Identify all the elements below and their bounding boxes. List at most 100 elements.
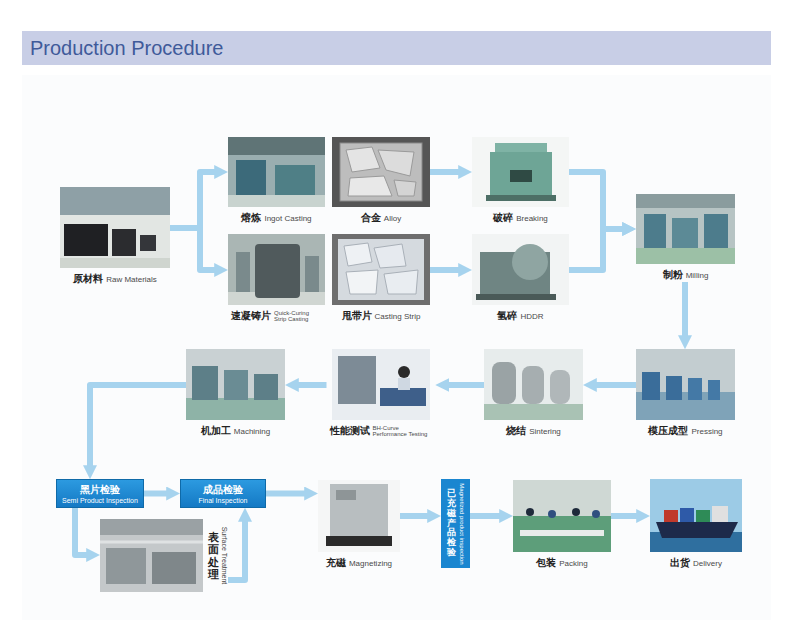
photo-part xyxy=(398,378,410,390)
flow-arrow xyxy=(447,382,485,388)
photo-part xyxy=(318,480,400,552)
flow-arrow xyxy=(170,228,217,270)
photo-part xyxy=(305,256,319,292)
flow-arrow xyxy=(430,169,461,175)
step-name: 机加工 xyxy=(201,424,231,438)
step-name: 甩带片 xyxy=(342,309,372,323)
flow-arrow xyxy=(75,508,89,555)
photo-part xyxy=(550,370,570,404)
photo-part xyxy=(520,530,604,536)
photo-part xyxy=(228,234,325,305)
step-name-en: Machining xyxy=(234,427,270,436)
process-step: 甩带片Casting Strip xyxy=(332,234,430,323)
photo-part xyxy=(326,536,392,546)
process-step: 速凝铸片Quick-Curing Strip Casting xyxy=(228,234,325,323)
inspection-box: 黑片检验Semi Product Inspection xyxy=(56,479,144,508)
photo-part xyxy=(346,147,380,172)
photo-part xyxy=(374,244,406,268)
photo-part xyxy=(236,160,266,195)
step-name-en: Pressing xyxy=(691,427,722,436)
flow-arrow xyxy=(400,513,430,519)
photo-part xyxy=(636,349,735,420)
step-name: 充磁 xyxy=(326,556,346,570)
photo-part xyxy=(340,143,422,201)
process-step: 出货Delivery xyxy=(650,479,742,570)
photo-part xyxy=(650,479,742,552)
step-name-en: Magnetized product inspection xyxy=(458,483,464,564)
process-step: 熔炼Ingot Casting xyxy=(228,137,325,225)
step-name-en: Raw Materials xyxy=(106,275,157,284)
photo-part xyxy=(348,176,392,196)
photo-part xyxy=(672,218,698,248)
process-step: 合金Alloy xyxy=(332,137,430,225)
photo-part xyxy=(484,404,583,420)
photo-part xyxy=(688,378,702,400)
photo-part xyxy=(338,356,376,404)
photo-part xyxy=(704,214,728,248)
flow-arrow xyxy=(144,491,169,497)
process-step: 烧结Sintering xyxy=(484,349,583,438)
photo-part xyxy=(636,248,735,264)
process-step: 充磁Magnetizing xyxy=(318,480,400,570)
step-name: 模压成型 xyxy=(648,424,688,438)
photo-part xyxy=(338,239,424,300)
photo-part xyxy=(495,143,547,153)
photo-part xyxy=(100,541,203,544)
process-step: 破碎Breaking xyxy=(472,137,569,225)
photo-part xyxy=(492,362,516,404)
flow-arrow xyxy=(170,172,217,228)
step-name: 性能测试 xyxy=(330,424,370,438)
photo-part xyxy=(472,137,569,207)
step-name: 速凝铸片 xyxy=(231,309,271,323)
flow-arrow xyxy=(470,513,502,519)
photo xyxy=(472,234,569,305)
photo-part xyxy=(486,195,556,201)
photo-part xyxy=(490,152,552,195)
photo-part xyxy=(60,187,170,268)
photo-part xyxy=(696,510,710,522)
photo xyxy=(650,479,742,552)
step-name-en: Milling xyxy=(686,271,709,280)
photo-part xyxy=(636,194,735,264)
step-name: 包装 xyxy=(536,556,556,570)
photo-part xyxy=(112,229,136,256)
step-name: 成品检验 xyxy=(203,483,243,497)
photo-part xyxy=(636,194,735,208)
step-name: 已充磁产品检验 xyxy=(447,489,456,558)
process-step: 机加工Machining xyxy=(186,349,285,438)
flow-arrow xyxy=(569,172,625,229)
step-name: 制粉 xyxy=(663,268,683,282)
photo-part xyxy=(394,180,416,196)
photo-part xyxy=(228,137,325,207)
step-name: 破碎 xyxy=(493,211,513,225)
step-name: 表面处理 xyxy=(208,531,219,579)
photo-part xyxy=(255,244,300,298)
photo-part xyxy=(484,349,583,420)
photo-part xyxy=(192,366,218,400)
photo-part xyxy=(548,510,556,518)
step-name: 烧结 xyxy=(506,424,526,438)
step-name-en: BH-Curve Performance Testing xyxy=(373,425,433,438)
photo-part xyxy=(228,137,325,155)
photo-part xyxy=(378,150,414,176)
photo-part xyxy=(332,234,430,305)
step-name-en: Semi Product Inspection xyxy=(62,497,138,504)
photo-part xyxy=(708,380,720,400)
photo-part xyxy=(592,510,600,518)
photo-part xyxy=(664,510,678,522)
step-name: 原材料 xyxy=(73,272,103,286)
title-band: Production Procedure xyxy=(22,31,771,65)
photo-part xyxy=(254,374,278,400)
photo xyxy=(332,234,430,305)
photo-part xyxy=(106,548,146,584)
photo xyxy=(100,519,203,592)
page-title: Production Procedure xyxy=(30,37,223,60)
photo xyxy=(513,480,611,552)
photo-part xyxy=(236,252,250,292)
photo-part xyxy=(513,516,611,552)
process-step: 表面处理Surface Treatment xyxy=(100,519,228,592)
photo-part xyxy=(666,376,682,400)
photo-part xyxy=(60,187,170,215)
